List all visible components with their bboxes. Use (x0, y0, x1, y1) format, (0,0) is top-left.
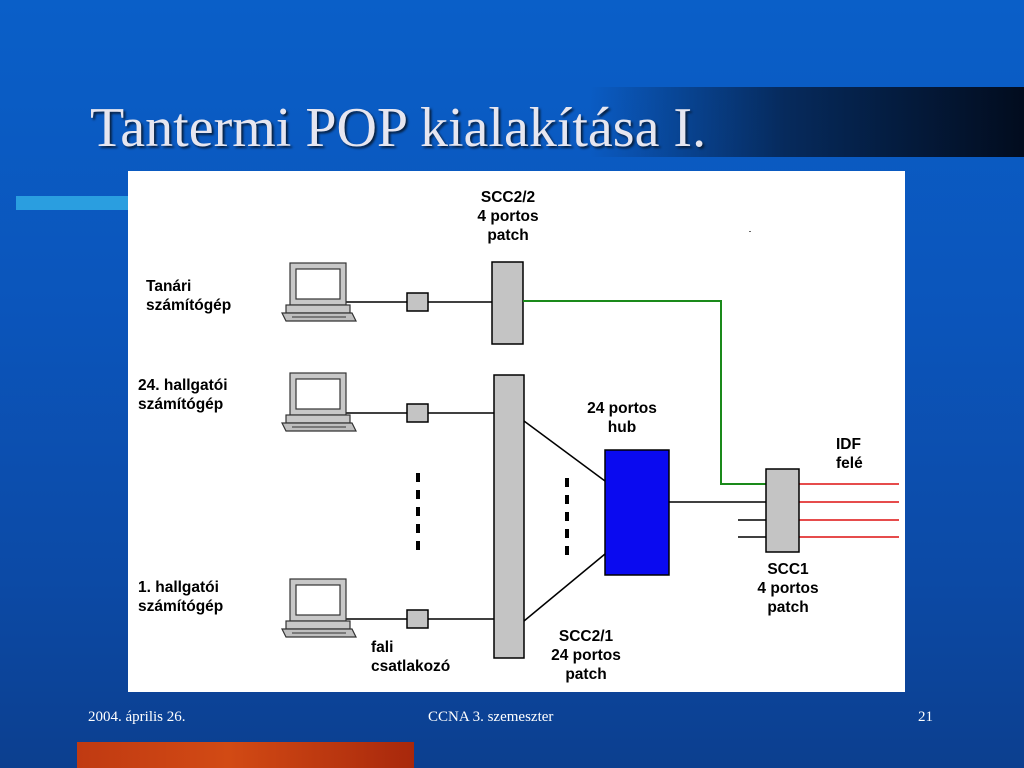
footer-course: CCNA 3. szemeszter (428, 709, 554, 725)
label-wall-outlet: fali csatlakozó (371, 639, 451, 675)
footer-page-number: 21 (918, 709, 933, 725)
footer-date: 2004. április 26. (88, 709, 186, 725)
label-scc22: SCC2/2 4 portos patch (477, 189, 539, 244)
scc22-patch-panel (491, 261, 524, 345)
wall-outlet-teacher (406, 292, 429, 312)
label-idf: IDF felé (836, 436, 863, 472)
network-diagram: Tanári számítógép 24. hallgatói számítóg… (128, 171, 905, 692)
stray-dot (749, 231, 751, 232)
scc21-patch-panel (493, 374, 525, 659)
scc1-patch-panel (765, 468, 800, 553)
green-uplink (523, 300, 766, 485)
computer-icon (281, 262, 357, 322)
accent-line (16, 196, 130, 210)
title-bar-decoration (590, 87, 1024, 157)
fan-line-top (523, 420, 606, 482)
label-student24-computer: 24. hallgatói számítógép (138, 377, 228, 413)
label-student1-computer: 1. hallgatói számítógép (138, 579, 224, 615)
label-scc21: SCC2/1 24 portos patch (551, 628, 621, 683)
wall-outlet-student24 (406, 403, 429, 423)
label-hub: 24 portos hub (587, 400, 657, 436)
footer-accent-bar (77, 742, 414, 768)
fan-line-bottom (523, 553, 606, 622)
wall-outlet-student1 (406, 609, 429, 629)
label-scc1: SCC1 4 portos patch (757, 561, 819, 616)
computer-icon (281, 578, 357, 638)
label-teacher-computer: Tanári számítógép (146, 278, 232, 314)
hub-box (604, 449, 670, 576)
slide-title: Tantermi POP kialakítása I. (90, 97, 707, 159)
computer-icon (281, 372, 357, 432)
diagram-lines (328, 231, 899, 659)
